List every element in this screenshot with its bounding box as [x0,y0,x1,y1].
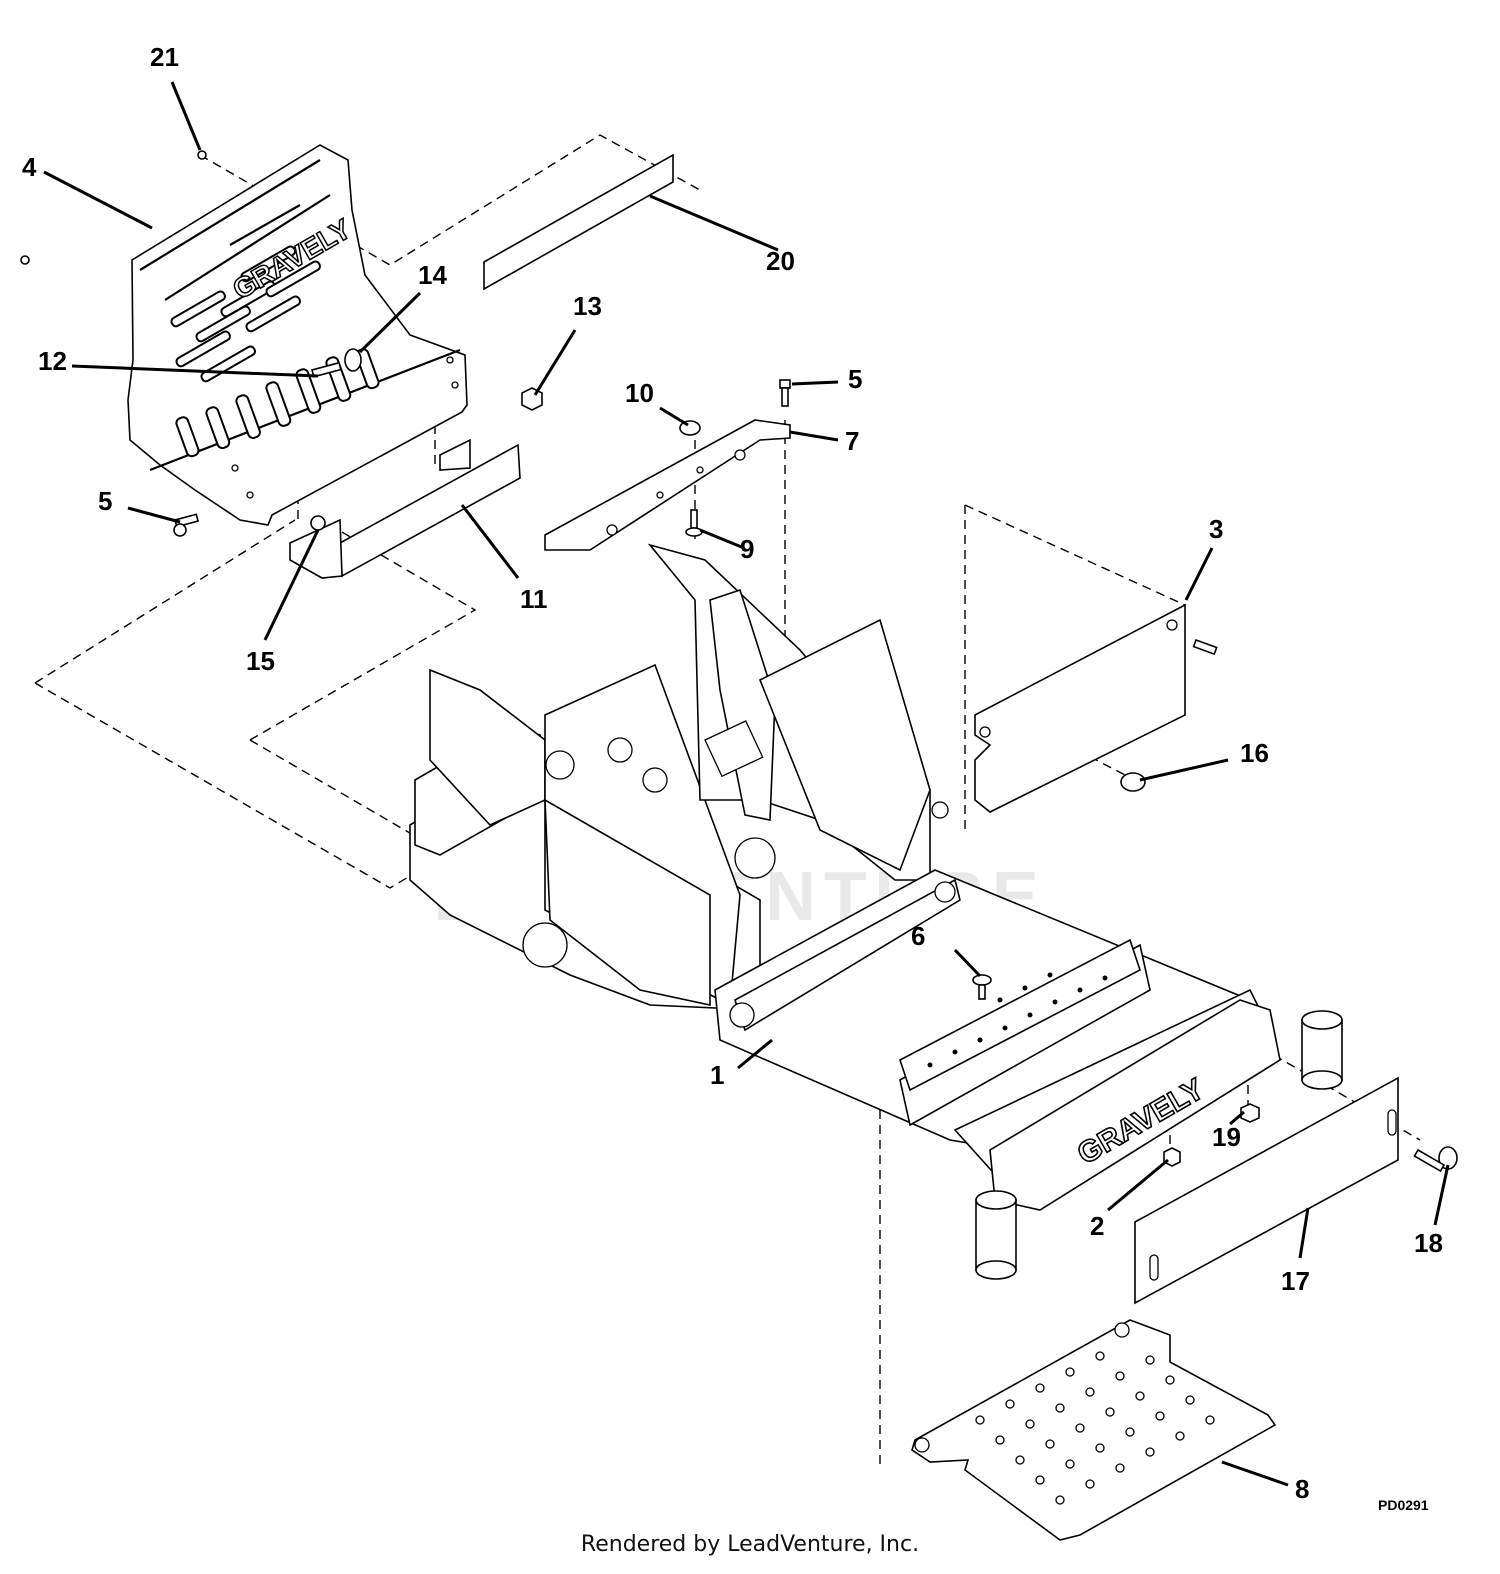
part-12-bolt [311,361,342,378]
callout-15: 15 [246,646,275,676]
callout-11: 11 [520,584,548,614]
callout-12: 12 [38,346,67,376]
part-3-panel [974,603,1186,813]
callout-16: 16 [1240,738,1269,768]
loose-screw [20,255,30,265]
part-2-nut [1163,1147,1181,1167]
callout-3: 3 [1209,514,1223,544]
part-20-strip [483,153,674,291]
part-15-bolt [310,515,326,531]
callout-10: 10 [625,378,654,408]
callout-8: 8 [1295,1474,1309,1504]
callout-2: 2 [1090,1211,1104,1241]
part-8-foot-plate [911,1319,1277,1541]
callout-18: 18 [1414,1228,1443,1258]
callout-14: 14 [418,260,447,290]
callout-4: 4 [22,152,37,182]
leader-lines [43,81,1450,1487]
part-1-main-frame: GRAVELY [409,543,1343,1280]
drawing-code: PD0291 [1378,1497,1429,1513]
part-16-plug [1120,772,1146,792]
part-9-bolt [685,509,703,537]
part-5-bolt-top [779,379,791,407]
part-7-plate [544,419,791,551]
callout-6: 6 [911,921,925,951]
part-14-washer [344,348,362,372]
callout-5-top: 5 [848,364,862,394]
part-21-screw [197,150,207,160]
part-17-plate [1134,1076,1399,1305]
callout-19: 19 [1212,1122,1241,1152]
caster-tube-right [1301,1010,1343,1090]
callout-labels: 21 4 20 14 12 13 10 5 7 9 5 11 15 3 16 6… [22,42,1443,1513]
callout-17: 17 [1281,1266,1310,1296]
callout-13: 13 [573,291,602,321]
callout-21: 21 [150,42,179,72]
part-19-nut [1240,1103,1260,1123]
bolt-3 [1192,638,1218,656]
part-18-bolt [1413,1146,1458,1173]
callout-1: 1 [710,1060,724,1090]
callout-7: 7 [845,426,859,456]
callout-5-left: 5 [98,486,112,516]
part-5-bolt-left [173,513,200,537]
callout-9: 9 [740,534,754,564]
part-4-rear-grille: GRAVELY [127,144,468,526]
part-6-bolt [972,974,992,1000]
footer-credit: Rendered by LeadVenture, Inc. [580,1532,920,1557]
callout-20: 20 [766,246,795,276]
caster-tube-left [975,1190,1017,1280]
